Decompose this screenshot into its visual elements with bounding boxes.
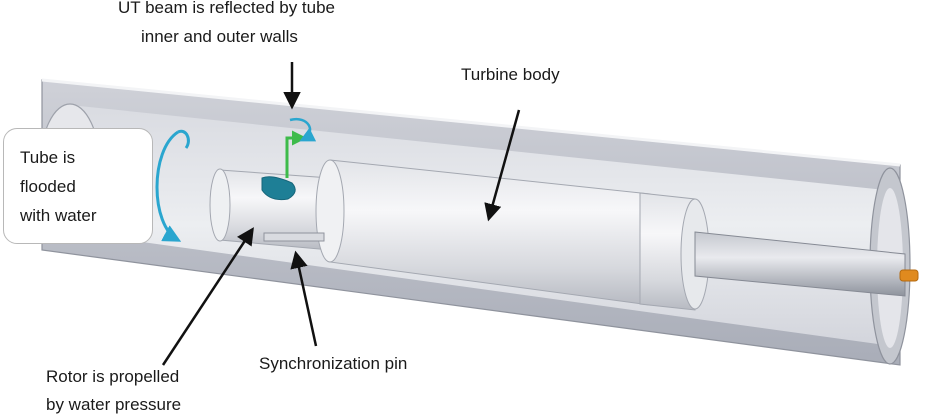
arrow-sync-pin (290, 250, 318, 347)
sync-pin-label: Synchronization pin (259, 354, 408, 373)
tube-top-edge (41, 78, 901, 167)
turbine-collar (639, 192, 696, 311)
tube-flooded-callout (3, 128, 153, 244)
tube-flooded-label-line1: Tube is (20, 148, 76, 167)
arrow-rotor (161, 227, 254, 366)
tube-flooded-label-line2: flooded (20, 177, 76, 196)
tube-flooded-label-line3: with water (20, 206, 97, 225)
rotor-label-line2: by water pressure (46, 395, 182, 414)
water-rotation-arrow-tail (177, 129, 190, 149)
rotor-face (209, 168, 231, 242)
synchronization-pin (263, 232, 325, 242)
water-rotation-arrow (155, 130, 182, 242)
ut-beam-label-line1: UT beam is reflected by tube (118, 0, 336, 17)
turbine-body-label: Turbine body (461, 65, 560, 84)
rotor-label-line1: Rotor is propelled (46, 367, 180, 386)
rotor-mirror (261, 176, 296, 201)
ut-beam-loop (289, 117, 317, 142)
probe-shaft (694, 231, 906, 297)
cable-tip (899, 269, 919, 282)
ut-beam-green (285, 130, 307, 178)
turbine-body-front-face (315, 159, 345, 263)
arrow-turbine-body (484, 109, 521, 222)
ut-beam-label-line2: inner and outer walls (141, 27, 298, 46)
